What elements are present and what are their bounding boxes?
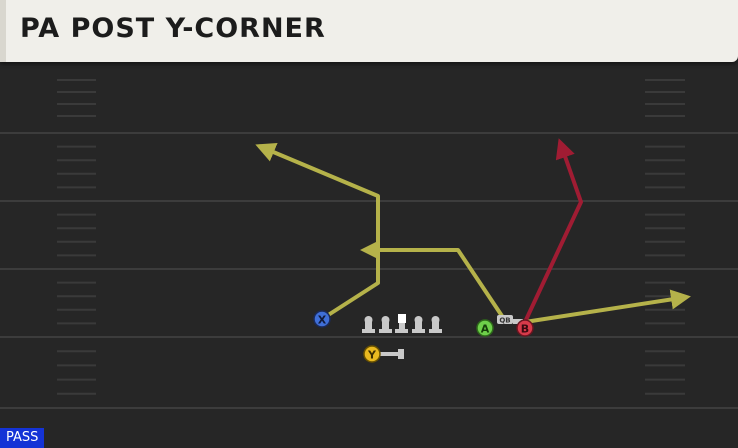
route-y-block-tee: [398, 349, 404, 359]
player-b[interactable]: B: [516, 319, 534, 337]
player-x[interactable]: X: [313, 310, 331, 328]
route-b-corner: [523, 138, 583, 323]
route-a-drag: [360, 240, 504, 318]
center-icon: [395, 314, 408, 333]
player-y[interactable]: Y: [363, 345, 381, 363]
lineman-icon: [379, 316, 392, 333]
play-header: PA POST Y-CORNER: [0, 0, 738, 62]
play-field: QB X Y A B: [0, 79, 738, 409]
lineman-icon: [362, 316, 375, 333]
player-y-label: Y: [367, 349, 377, 362]
offensive-line: [362, 314, 442, 333]
qb-connector: [513, 319, 523, 324]
qb-label: QB: [499, 317, 510, 325]
routes: [255, 138, 691, 359]
header-accent: [0, 0, 6, 62]
route-b-flat: [524, 289, 691, 324]
lineman-icon: [429, 316, 442, 333]
play-type-badge: PASS: [0, 428, 45, 448]
route-x-post: [255, 142, 380, 321]
play-title: PA POST Y-CORNER: [20, 13, 326, 44]
player-a[interactable]: A: [476, 319, 494, 337]
qb-tag: QB: [497, 315, 513, 325]
player-x-label: X: [318, 314, 327, 327]
player-a-label: A: [481, 323, 490, 336]
hash-marks: [57, 79, 685, 395]
lineman-icon: [412, 316, 425, 333]
yard-lines: [0, 132, 738, 409]
player-b-label: B: [521, 323, 529, 336]
